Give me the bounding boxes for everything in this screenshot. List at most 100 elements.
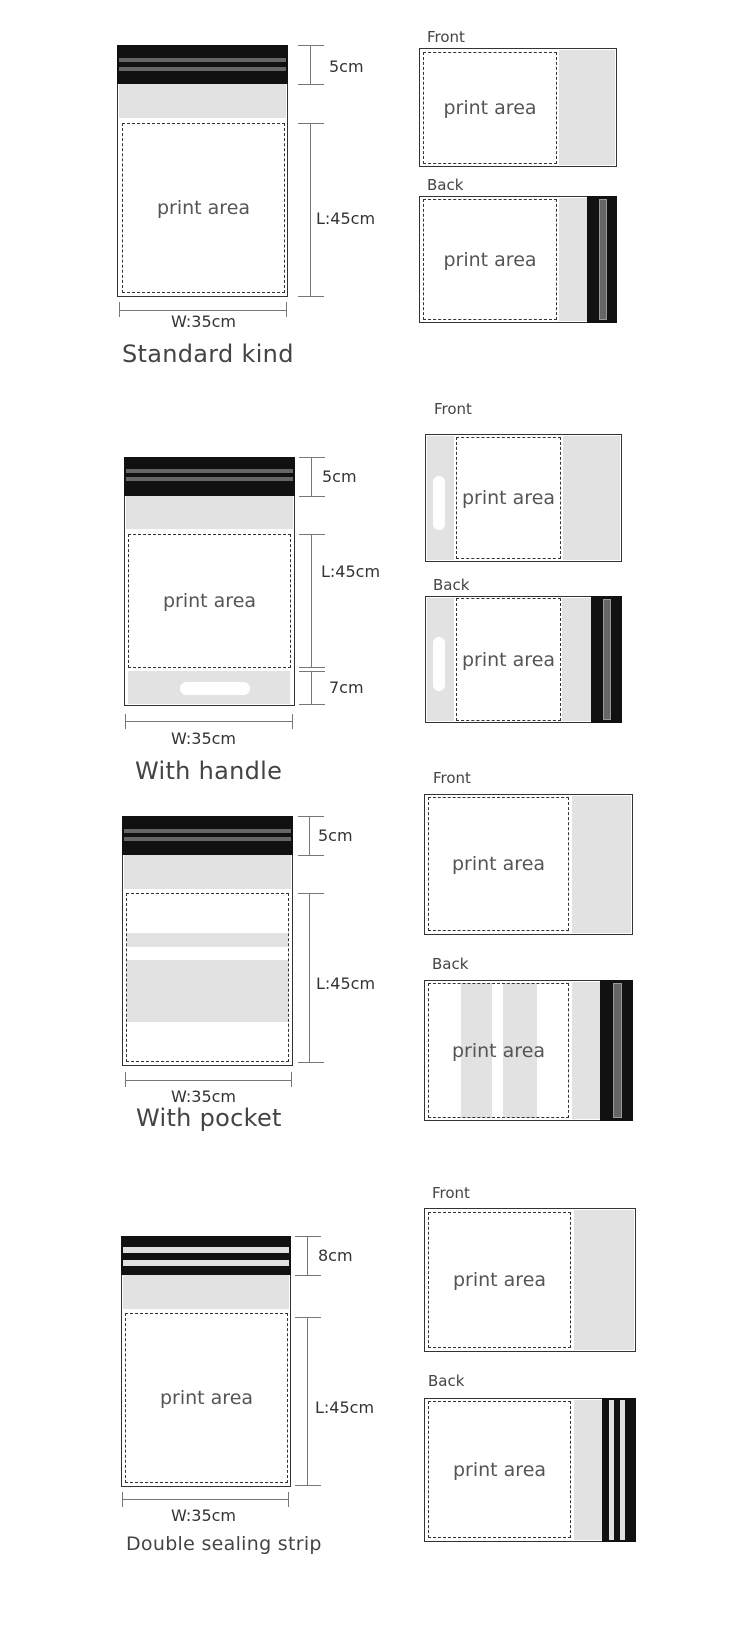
section-title: With pocket <box>136 1104 282 1132</box>
front-label: Front <box>432 1184 470 1202</box>
seal-line <box>119 58 286 62</box>
print-area: print area <box>428 1212 571 1348</box>
dim-tick <box>299 704 325 705</box>
strip-dimension-label: 8cm <box>318 1246 353 1265</box>
seal-line <box>124 829 291 833</box>
print-area: print area <box>456 598 561 721</box>
flap-area <box>562 598 591 721</box>
front-label: Front <box>434 400 472 418</box>
dim-line <box>119 310 287 311</box>
strip-dimension-label: 5cm <box>322 467 357 486</box>
flap-area <box>559 198 587 321</box>
back-label: Back <box>427 176 464 194</box>
seal-line <box>613 983 622 1118</box>
dim-tick <box>291 1072 292 1087</box>
strip-dimension-label: 5cm <box>318 826 353 845</box>
dim-line <box>309 816 310 856</box>
print-area: print area <box>428 797 569 931</box>
dim-line <box>125 1080 292 1081</box>
width-dimension-label: W:35cm <box>171 312 237 331</box>
dim-tick <box>295 1236 321 1237</box>
print-area <box>126 893 289 1062</box>
dim-tick <box>298 123 324 124</box>
seal-area <box>559 50 615 165</box>
dim-tick <box>298 816 324 817</box>
back-label: Back <box>428 1372 465 1390</box>
seal-line <box>620 1400 625 1540</box>
seal-line <box>126 477 293 481</box>
seal-line <box>603 599 611 720</box>
handle-dimension-label: 7cm <box>329 678 364 697</box>
seal-line <box>126 469 293 473</box>
pocket-area <box>503 983 537 1118</box>
seal-strip <box>117 45 288 84</box>
seal-area <box>563 436 620 560</box>
print-area: print area <box>122 123 285 293</box>
seal-strip <box>121 1236 291 1275</box>
section-title: Double sealing strip <box>126 1533 322 1555</box>
pocket-area <box>461 983 492 1118</box>
dim-tick <box>299 534 325 535</box>
dim-tick <box>299 496 325 497</box>
length-dimension-label: L:45cm <box>316 209 376 228</box>
seal-line <box>124 837 291 841</box>
front-label: Front <box>433 769 471 787</box>
flap-area <box>126 496 293 529</box>
dim-line <box>311 671 312 705</box>
front-label: Front <box>427 28 465 46</box>
width-dimension-label: W:35cm <box>171 1087 237 1106</box>
dim-tick <box>299 667 325 668</box>
dim-tick <box>298 893 324 894</box>
flap-area <box>124 855 291 889</box>
length-dimension-label: L:45cm <box>321 562 381 581</box>
dim-line <box>309 893 310 1063</box>
print-area: print area <box>128 534 291 668</box>
dim-line <box>125 721 293 722</box>
dim-tick <box>295 1317 321 1318</box>
section-title: With handle <box>135 757 283 785</box>
dim-tick <box>298 84 324 85</box>
seal-line <box>609 1400 614 1540</box>
length-dimension-label: L:45cm <box>316 974 376 993</box>
back-label: Back <box>433 576 470 594</box>
print-area: print area <box>428 1401 571 1538</box>
dim-tick <box>125 1072 126 1087</box>
dim-line <box>310 123 311 297</box>
dim-tick <box>298 45 324 46</box>
print-area: print area <box>456 437 561 559</box>
print-area: print area <box>428 983 569 1118</box>
dim-tick <box>295 1485 321 1486</box>
seal-line <box>123 1260 289 1266</box>
strip-dimension-label: 5cm <box>329 57 364 76</box>
dim-line <box>310 45 311 85</box>
back-label: Back <box>432 955 469 973</box>
dim-line <box>307 1236 308 1276</box>
dim-line <box>307 1317 308 1486</box>
width-dimension-label: W:35cm <box>171 1506 237 1525</box>
dim-tick <box>295 1275 321 1276</box>
pocket-area <box>127 960 288 1022</box>
handle-hole <box>180 682 250 695</box>
seal-strip <box>124 457 295 496</box>
print-area: print area <box>423 199 557 320</box>
section-title: Standard kind <box>122 340 294 368</box>
dim-tick <box>299 671 325 672</box>
flap-area <box>574 1400 602 1540</box>
handle-hole <box>433 476 445 530</box>
dim-tick <box>298 296 324 297</box>
seal-strip <box>602 1398 636 1542</box>
handle-hole <box>433 637 445 691</box>
dim-tick <box>286 302 287 317</box>
flap-area <box>119 84 286 118</box>
seal-strip <box>122 816 293 855</box>
seal-area <box>574 1210 634 1350</box>
dim-tick <box>298 855 324 856</box>
dim-tick <box>299 457 325 458</box>
dim-line <box>311 457 312 497</box>
dim-line <box>122 1499 289 1500</box>
dim-tick <box>119 302 120 317</box>
flap-area <box>572 982 600 1119</box>
print-area: print area <box>125 1313 288 1483</box>
flap-area <box>123 1275 289 1309</box>
length-dimension-label: L:45cm <box>315 1398 375 1417</box>
